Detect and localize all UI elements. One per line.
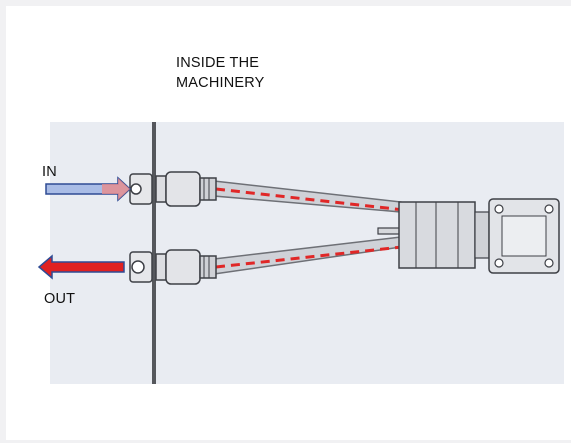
- upper-fitting: [129, 171, 217, 207]
- machine-wall: [152, 122, 156, 384]
- diagram-title: INSIDE THE MACHINERY: [176, 53, 336, 93]
- title-line-2: MACHINERY: [176, 75, 265, 91]
- out-arrow: [37, 254, 125, 280]
- out-label: OUT: [44, 291, 76, 307]
- diagram-frame: INSIDE THE MACHINERY: [6, 6, 571, 440]
- machinery-diagram: [37, 122, 564, 384]
- in-arrow: [45, 176, 132, 202]
- lower-fitting: [129, 249, 217, 285]
- title-line-1: INSIDE THE: [176, 55, 260, 71]
- in-label: IN: [42, 164, 57, 180]
- pump-unit: [377, 198, 560, 274]
